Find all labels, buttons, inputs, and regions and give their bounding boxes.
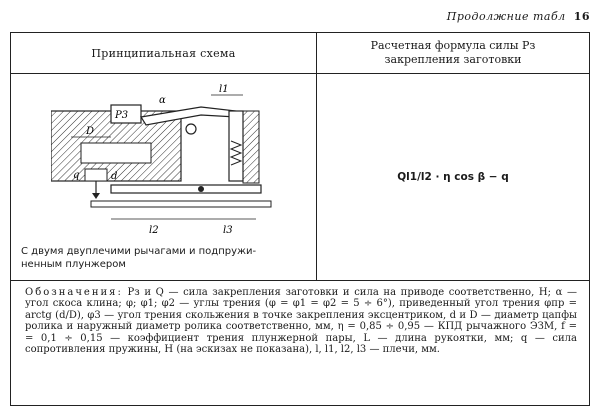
notes-row-divider: [11, 280, 589, 281]
label-q: q: [73, 170, 79, 181]
label-l1: l1: [219, 84, 229, 95]
scheme-caption: С двумя двуплечими рычагами и подпружи- …: [21, 245, 311, 271]
label-d: d: [111, 171, 117, 182]
formula-table: Принципиальная схема Расчетная формула с…: [10, 32, 590, 406]
notes-text: Pз и Q — сила закрепления заготовки и си…: [25, 287, 577, 356]
body-cavity: [80, 142, 152, 164]
column-header-formula-line2: закрепления заготовки: [384, 53, 522, 66]
caption-line2: ненным плунжером: [21, 259, 126, 270]
caption-line1: С двумя двуплечими рычагами и подпружи-: [21, 246, 257, 257]
notation-notes: Обозначения: Pз и Q — сила закрепления з…: [25, 287, 577, 355]
page-header: Продолжние табл 16: [447, 10, 590, 23]
mechanism-diagram: P3 α l1 D d q l2 l3: [51, 84, 272, 236]
spring: [229, 140, 243, 166]
force-block-q: [84, 168, 108, 182]
label-alpha: α: [159, 95, 166, 106]
right-wall: [242, 110, 260, 184]
continuation-label: Продолжние табл: [446, 10, 566, 23]
label-p3: P3: [114, 110, 128, 121]
table-number: 16: [573, 10, 590, 23]
force-arrow-head: [92, 193, 100, 199]
column-header-scheme: Принципиальная схема: [91, 46, 236, 60]
upper-lever: [140, 106, 237, 126]
base-plate: [90, 200, 272, 208]
lower-lever: [110, 184, 262, 194]
lower-pivot: [198, 186, 204, 192]
plunger-housing: [228, 110, 244, 182]
label-l2: l2: [149, 225, 159, 236]
notes-label: Обозначения:: [25, 287, 123, 298]
column-header-formula: Расчетная формула силы Pз закрепления за…: [317, 33, 589, 73]
label-D: D: [85, 126, 94, 137]
column-header-formula-line1: Расчетная формула силы Pз: [370, 39, 536, 52]
lever-pivot: [185, 123, 197, 135]
column-divider: [316, 33, 317, 280]
header-row-divider: [11, 73, 589, 74]
label-l3: l3: [223, 225, 233, 236]
workpiece-p3: [110, 104, 142, 124]
calculation-formula: Ql1/l2 · η cos β − q: [397, 170, 509, 183]
